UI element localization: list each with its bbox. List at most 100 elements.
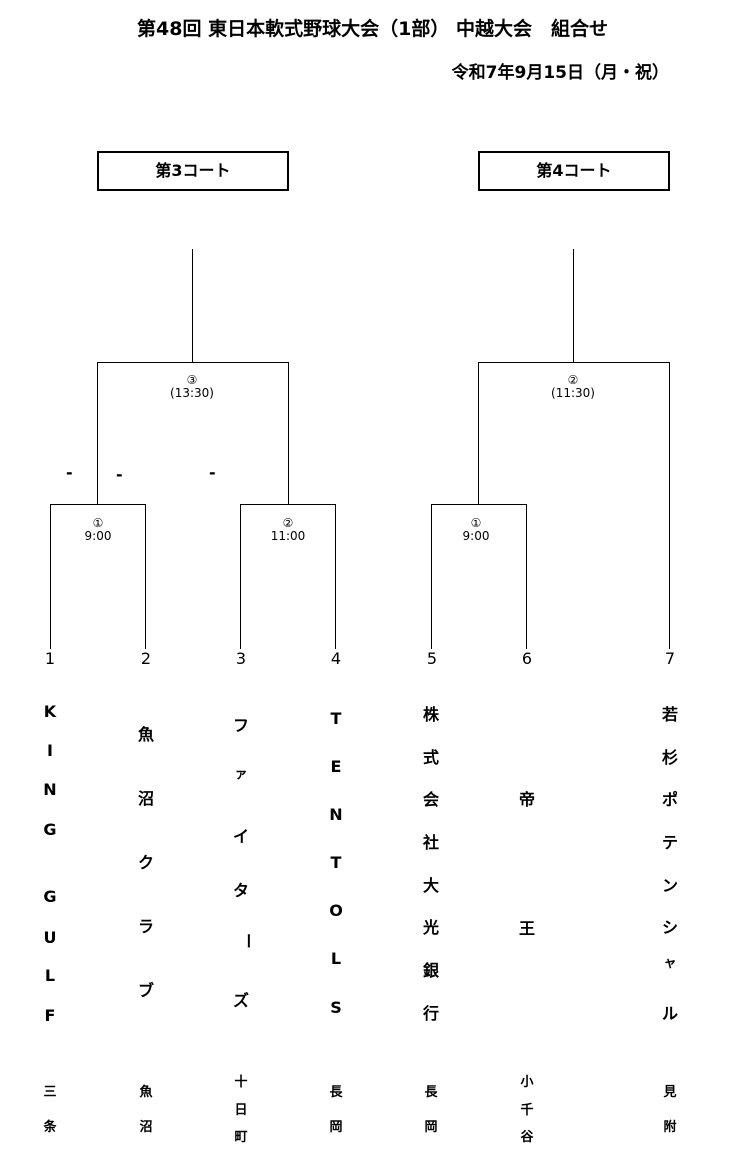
team-location-char: 沼 (139, 1120, 153, 1135)
team-location-char: 十 (234, 1075, 248, 1090)
team-name-char: ラ (137, 917, 154, 936)
team-name-char: I (47, 741, 53, 760)
team-name-char: G (43, 820, 57, 839)
match-number: ③ (186, 373, 198, 387)
team-name-char: ァ (234, 767, 248, 782)
court-3-match-2-left-drop (240, 504, 241, 649)
match-label: ① 9:00 (436, 517, 516, 543)
team-name-char: ー (238, 933, 257, 949)
match-time: (13:30) (170, 386, 214, 400)
team-number: 2 (140, 649, 152, 668)
court-3-match-2-right-drop (335, 504, 336, 649)
team-name-char: 帝 (518, 790, 535, 809)
court-4-final-right-drop (669, 362, 670, 649)
team-location-char: 岡 (424, 1120, 438, 1135)
court-4-match-1-right-drop (526, 504, 527, 649)
court-3-semifinal-bar (97, 362, 289, 363)
match-number: ② (282, 516, 294, 530)
team-name-char: ル (661, 1004, 678, 1023)
team-name-char: N (329, 805, 343, 824)
team-name-char: 光 (422, 918, 439, 937)
team-location-char: 魚 (139, 1085, 153, 1100)
team-number: 3 (235, 649, 247, 668)
team-name-char: フ (232, 716, 249, 735)
match-label: ① 9:00 (58, 517, 138, 543)
team-name-char: テ (661, 833, 678, 852)
team-name-char: ャ (663, 956, 677, 971)
team-name-char: 行 (422, 1004, 439, 1023)
match-time: 11:00 (270, 529, 306, 543)
score-mark: - (209, 463, 216, 482)
team-number: 4 (330, 649, 342, 668)
court-4-final-stem (573, 249, 574, 363)
team-name-char: U (43, 928, 57, 947)
team-number: 5 (426, 649, 438, 668)
team-location-char: 附 (663, 1120, 677, 1135)
team-name-char: F (44, 1006, 56, 1025)
court-4-match-1-left-drop (431, 504, 432, 649)
event-date: 令和7年9月15日（月・祝） (451, 63, 669, 83)
team-name-char: 魚 (137, 725, 154, 744)
score-mark: - (66, 463, 73, 482)
team-name-char: L (330, 949, 342, 968)
team-location-char: 谷 (520, 1130, 534, 1145)
team-name-char: 王 (518, 919, 535, 938)
team-location-char: 岡 (329, 1120, 343, 1135)
match-label: ② 11:00 (248, 517, 328, 543)
court-4-final-bar (478, 362, 670, 363)
match-number: ① (92, 516, 104, 530)
team-number: 1 (44, 649, 56, 668)
team-name-char: 杉 (661, 748, 678, 767)
team-name-char: 大 (422, 876, 439, 895)
team-location-char: 小 (520, 1075, 534, 1090)
court-4-match-1-bar (431, 504, 527, 505)
match-number: ② (567, 373, 579, 387)
team-name-char: 株 (422, 705, 439, 724)
team-location-char: 町 (234, 1130, 248, 1145)
match-time: (11:30) (551, 386, 595, 400)
match-time: 9:00 (84, 529, 112, 543)
team-name-char: K (43, 702, 57, 721)
team-name-char: シ (661, 918, 678, 937)
team-location-char: 三 (43, 1085, 57, 1100)
team-name-char: G (43, 887, 57, 906)
team-name-char: O (329, 901, 343, 920)
court-3-match-1-left-drop (50, 504, 51, 649)
team-name-char: E (330, 757, 342, 776)
match-number: ① (470, 516, 482, 530)
court-4-final-left-drop (478, 362, 479, 505)
team-name-char: T (330, 709, 342, 728)
court-3-semifinal-right-drop (288, 362, 289, 505)
team-name-char: 銀 (422, 961, 439, 980)
team-location-char: 千 (520, 1103, 534, 1118)
team-name-char: L (44, 966, 56, 985)
team-name-char: 沼 (137, 789, 154, 808)
team-name-char: 社 (422, 833, 439, 852)
team-name-char: ク (137, 853, 154, 872)
team-location-char: 見 (663, 1085, 677, 1100)
match-label: ③ (13:30) (150, 374, 234, 400)
team-name-char: ブ (137, 981, 154, 1000)
team-name-char: S (330, 998, 342, 1017)
team-name-char: ポ (661, 790, 678, 809)
court-3-match-1-right-drop (145, 504, 146, 649)
match-time: 9:00 (462, 529, 490, 543)
court-3-semifinal-left-drop (97, 362, 98, 505)
team-number: 7 (664, 649, 676, 668)
score-mark: - (116, 465, 123, 484)
court-3-match-1-bar (50, 504, 146, 505)
team-number: 6 (521, 649, 533, 668)
team-name-char: 若 (661, 705, 678, 724)
team-location-char: 日 (234, 1103, 248, 1118)
team-name-char: ズ (232, 991, 249, 1010)
court-3-match-2-bar (240, 504, 336, 505)
court-3-final-stem (192, 249, 193, 363)
match-label: ② (11:30) (531, 374, 615, 400)
court-3-label: 第3コート (97, 151, 289, 191)
team-name-char: ン (661, 876, 678, 895)
court-4-label: 第4コート (478, 151, 670, 191)
team-name-char: 式 (422, 748, 439, 767)
team-location-char: 条 (43, 1120, 57, 1135)
team-name-char: T (330, 853, 342, 872)
team-location-char: 長 (329, 1085, 343, 1100)
